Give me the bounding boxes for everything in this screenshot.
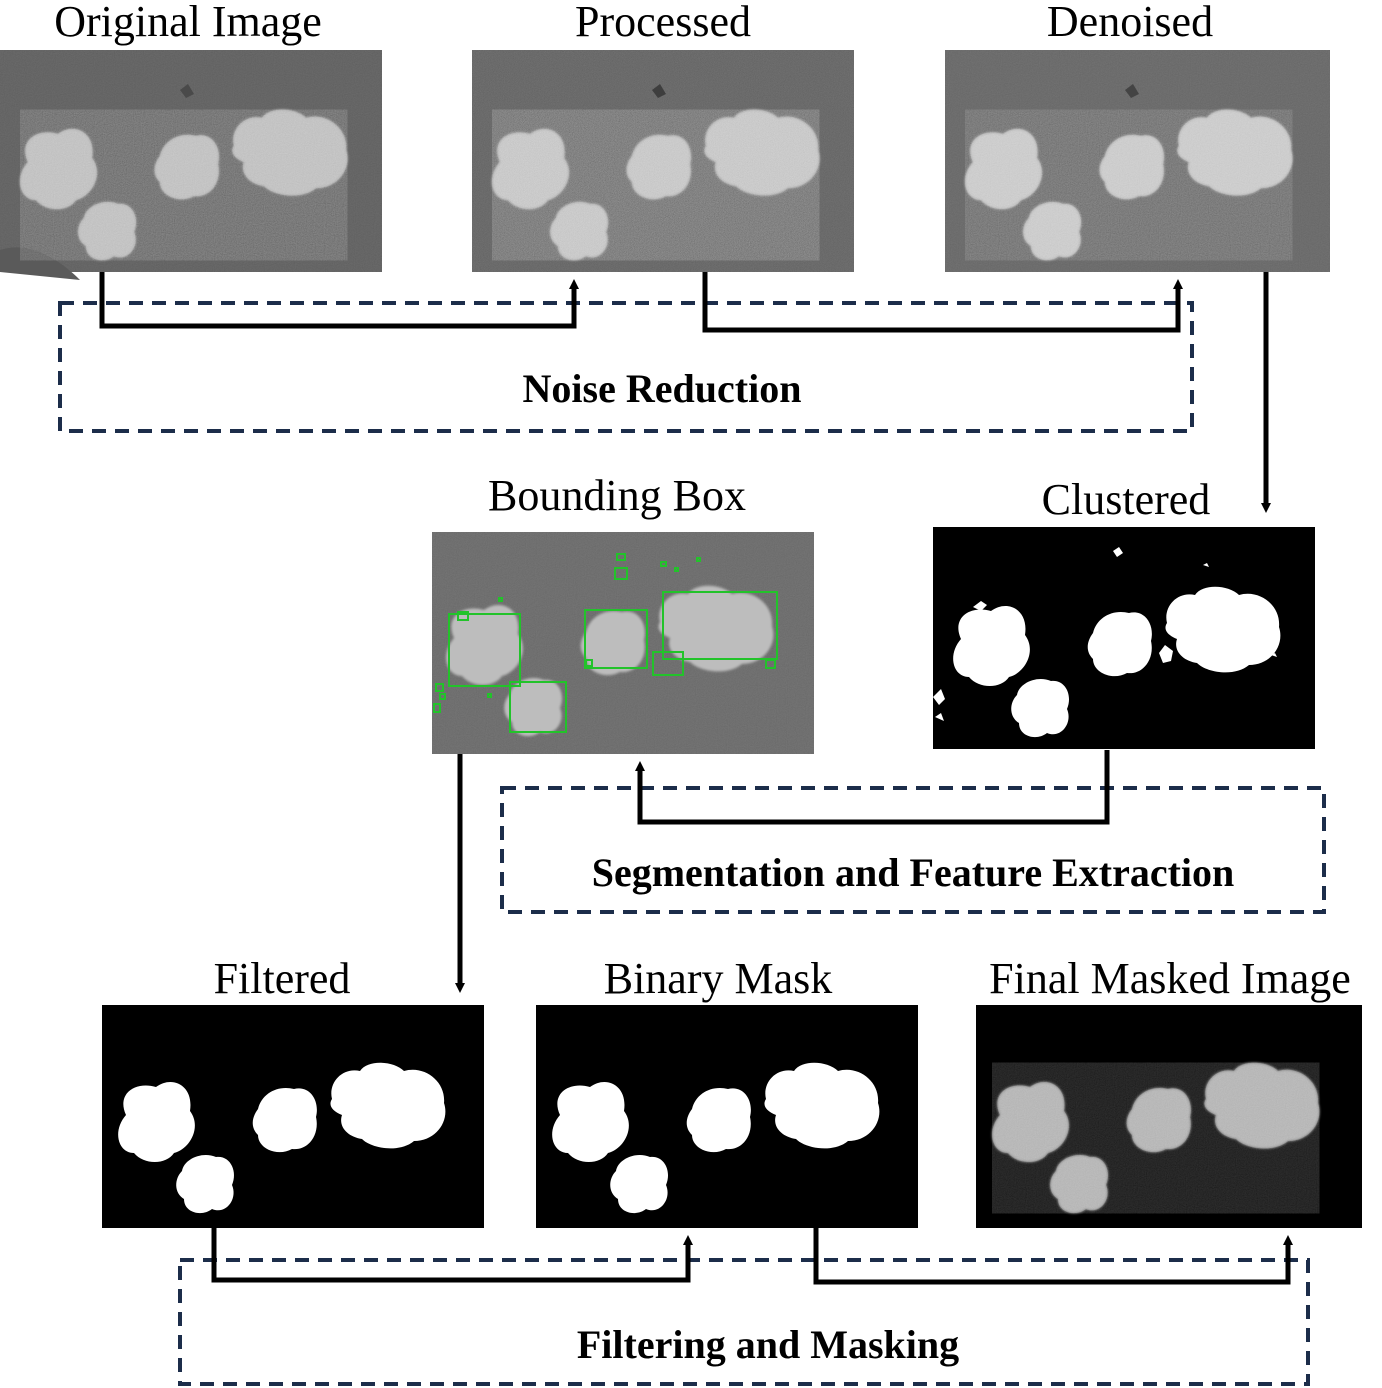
label-filtered: Filtered <box>214 954 351 1003</box>
label-bounding-box: Bounding Box <box>488 471 746 520</box>
binary-mask-photo <box>536 1005 918 1228</box>
panel-denoised: Denoised <box>945 0 1330 272</box>
noise-reduction-border <box>58 301 1194 433</box>
label-processed: Processed <box>575 0 751 46</box>
label-denoised: Denoised <box>1047 0 1213 46</box>
filtered-photo <box>102 1005 484 1228</box>
label-segmentation: Segmentation and Feature Extraction <box>592 850 1235 895</box>
group-filtering-masking: Filtering and Masking <box>178 1258 1310 1386</box>
filtering-border <box>178 1258 1310 1386</box>
final-masked-photo <box>976 1005 1362 1228</box>
detection-boxes <box>433 553 778 733</box>
original-image-photo <box>0 50 382 280</box>
clustered-photo <box>933 527 1315 749</box>
panel-original-image: Original Image <box>0 0 382 280</box>
label-binary-mask: Binary Mask <box>604 954 833 1003</box>
label-noise-reduction: Noise Reduction <box>523 366 802 411</box>
panel-binary-mask: Binary Mask <box>536 954 918 1228</box>
panel-clustered: Clustered <box>933 475 1315 749</box>
label-clustered: Clustered <box>1042 475 1211 524</box>
arrow-clustered-to-bounding-box <box>635 750 1110 825</box>
panel-filtered: Filtered <box>102 954 484 1228</box>
segmentation-border <box>500 786 1326 914</box>
label-original-image: Original Image <box>54 0 322 46</box>
bounding-box-photo <box>432 532 814 754</box>
denoised-photo <box>945 50 1330 272</box>
arrow-original-to-processed <box>99 272 579 329</box>
group-segmentation: Segmentation and Feature Extraction <box>500 786 1326 914</box>
group-noise-reduction: Noise Reduction <box>58 301 1194 433</box>
arrow-processed-to-denoised <box>702 272 1183 333</box>
arrow-binary-mask-to-final <box>813 1228 1293 1285</box>
arrow-filtered-to-binary-mask <box>211 1228 693 1283</box>
processed-photo <box>472 50 854 272</box>
panel-processed: Processed <box>472 0 854 272</box>
label-filtering-masking: Filtering and Masking <box>577 1322 959 1367</box>
label-final-masked-image: Final Masked Image <box>989 954 1351 1003</box>
panel-bounding-box: Bounding Box <box>432 471 814 754</box>
panel-final-masked-image: Final Masked Image <box>976 954 1362 1228</box>
